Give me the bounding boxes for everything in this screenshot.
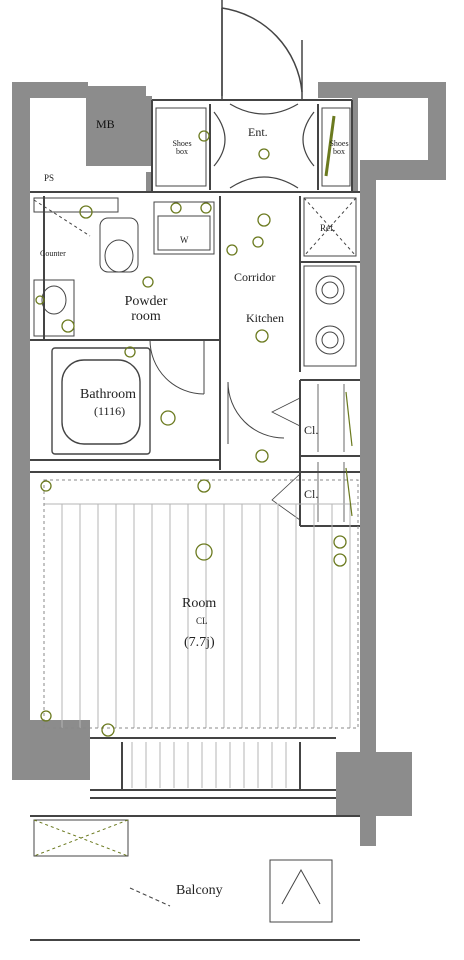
room-label: Room — [182, 596, 217, 611]
bathroom-label: Bathroom — [80, 387, 136, 402]
corridor-label: Corridor — [234, 270, 276, 284]
entrance-floor-pattern — [213, 103, 315, 189]
balcony-fixtures — [33, 819, 333, 923]
closet-upper-label: Cl. — [304, 423, 319, 437]
powder-room-fixtures — [33, 197, 139, 337]
room-floor-mark-label: CL — [196, 616, 208, 626]
room-size-label: (7.7j) — [184, 635, 215, 650]
kitchen-label: Kitchen — [246, 311, 284, 325]
powder-room-label: Powder room — [124, 294, 168, 324]
exterior-walls — [12, 82, 446, 846]
washer-area — [153, 201, 215, 255]
room-floor-lines — [44, 503, 356, 728]
washer-label: W — [180, 235, 189, 245]
counter-label: Counter — [40, 249, 66, 258]
window-sill — [131, 742, 287, 788]
entrance-label: Ent. — [248, 125, 268, 139]
balcony-label: Balcony — [176, 883, 223, 898]
bathtub — [51, 347, 151, 455]
room-floor-border — [43, 479, 359, 729]
shoes-boxes — [155, 107, 351, 187]
mb-label: MB — [96, 117, 115, 131]
bathroom-size-label: (1116) — [94, 404, 126, 418]
entrance-door — [221, 0, 303, 100]
shoes-box-right-label: Shoes box — [329, 139, 349, 156]
refrigerator-label: Ref. — [320, 223, 336, 233]
kitchen-fixtures — [303, 197, 357, 367]
ps-label: PS — [44, 173, 55, 183]
closet-lower-label: Cl. — [304, 487, 319, 501]
interior-walls — [30, 99, 360, 941]
closet-shelves — [271, 384, 345, 522]
corridor-door — [227, 381, 285, 444]
shoes-box-left-label: Shoes box — [172, 139, 192, 156]
bathroom-door — [149, 339, 205, 395]
fixture-symbols — [35, 130, 347, 737]
kitchen-closet-fixture-marks — [345, 391, 353, 517]
